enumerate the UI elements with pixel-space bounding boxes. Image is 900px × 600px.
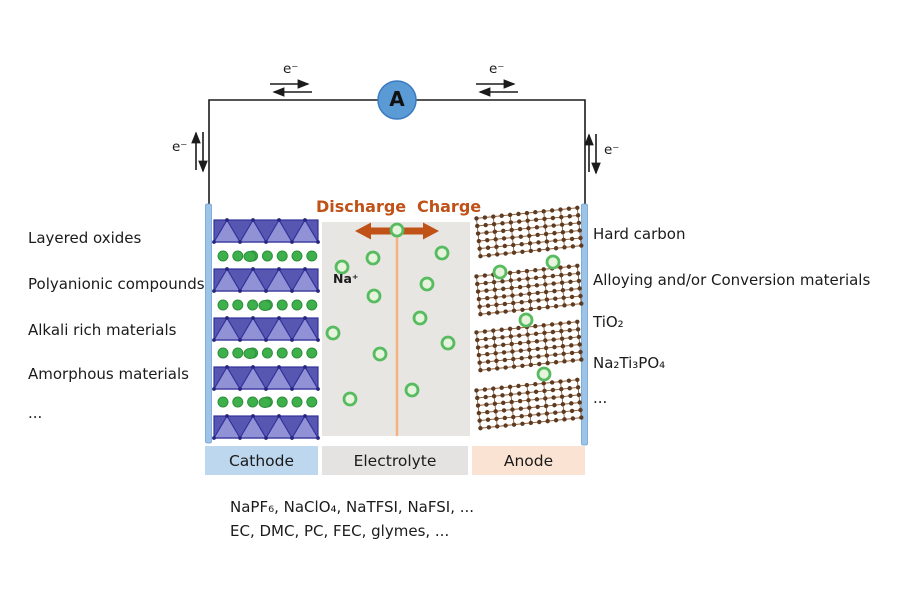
cathode-current-collector — [205, 203, 212, 444]
cathode-material-polyanionic: Polyanionic compounds — [28, 275, 205, 293]
electron-arrows-right — [584, 133, 601, 175]
anode-material-na2ti3po4: Na₂Ti₃PO₄ — [593, 354, 666, 372]
ammeter-label: A — [389, 87, 405, 111]
electron-arrows-left — [191, 131, 208, 173]
cathode-section-label: Cathode — [205, 446, 318, 475]
anode-section-label: Anode — [472, 446, 585, 475]
anode-material-tio2: TiO₂ — [593, 313, 624, 331]
sodium-ions — [325, 222, 561, 407]
charge-label: Charge — [417, 197, 482, 216]
electron-label-right: e⁻ — [604, 142, 620, 158]
anode-material-hard-carbon: Hard carbon — [593, 225, 686, 243]
electron-arrows-top-right — [476, 79, 518, 97]
anode-material-alloying-conversion: Alloying and/or Conversion materials — [593, 271, 871, 289]
electron-label-left: e⁻ — [172, 139, 188, 155]
cathode-material-ellipsis: ... — [28, 404, 43, 422]
electrolyte-salts-list: NaPF₆, NaClO₄, NaTFSI, NaFSI, ... — [230, 498, 475, 516]
electrolyte-solvents-list: EC, DMC, PC, FEC, glymes, ... — [230, 522, 450, 540]
anode-material-ellipsis: ... — [593, 389, 608, 407]
cathode-material-amorphous: Amorphous materials — [28, 365, 189, 383]
anode-current-collector — [581, 203, 588, 446]
ammeter-circle — [377, 80, 417, 120]
electrolyte-section-label: Electrolyte — [322, 446, 468, 475]
cathode-layered-structure — [212, 218, 320, 440]
electron-arrows-top-left — [270, 79, 312, 97]
anode-hard-carbon-structure — [474, 205, 584, 431]
discharge-label: Discharge — [316, 197, 407, 216]
electron-label-top-left: e⁻ — [283, 61, 299, 77]
sodium-ion-label: Na⁺ — [333, 271, 359, 286]
cathode-material-layered-oxides: Layered oxides — [28, 229, 142, 247]
electron-label-top-right: e⁻ — [489, 61, 505, 77]
cathode-material-alkali-rich: Alkali rich materials — [28, 321, 177, 339]
